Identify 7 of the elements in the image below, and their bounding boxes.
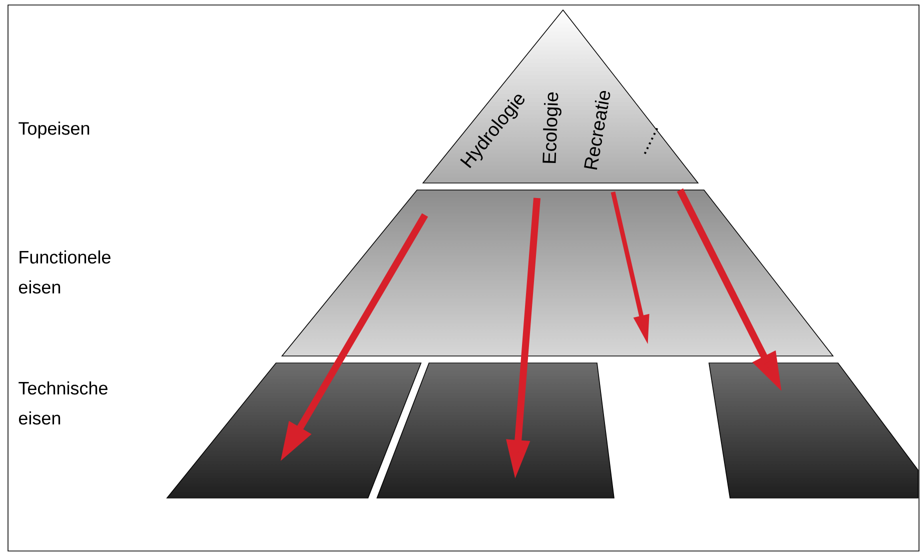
rotated-word: ...... [644,128,658,154]
level-label: Technische eisen [18,381,108,425]
level-label: Functionele eisen [18,250,110,294]
rotated-word: Ecologie [542,92,562,164]
rotated-word: Recreatie [584,90,610,170]
pyramid-block [708,362,918,498]
level-label: Topeisen [18,122,90,138]
